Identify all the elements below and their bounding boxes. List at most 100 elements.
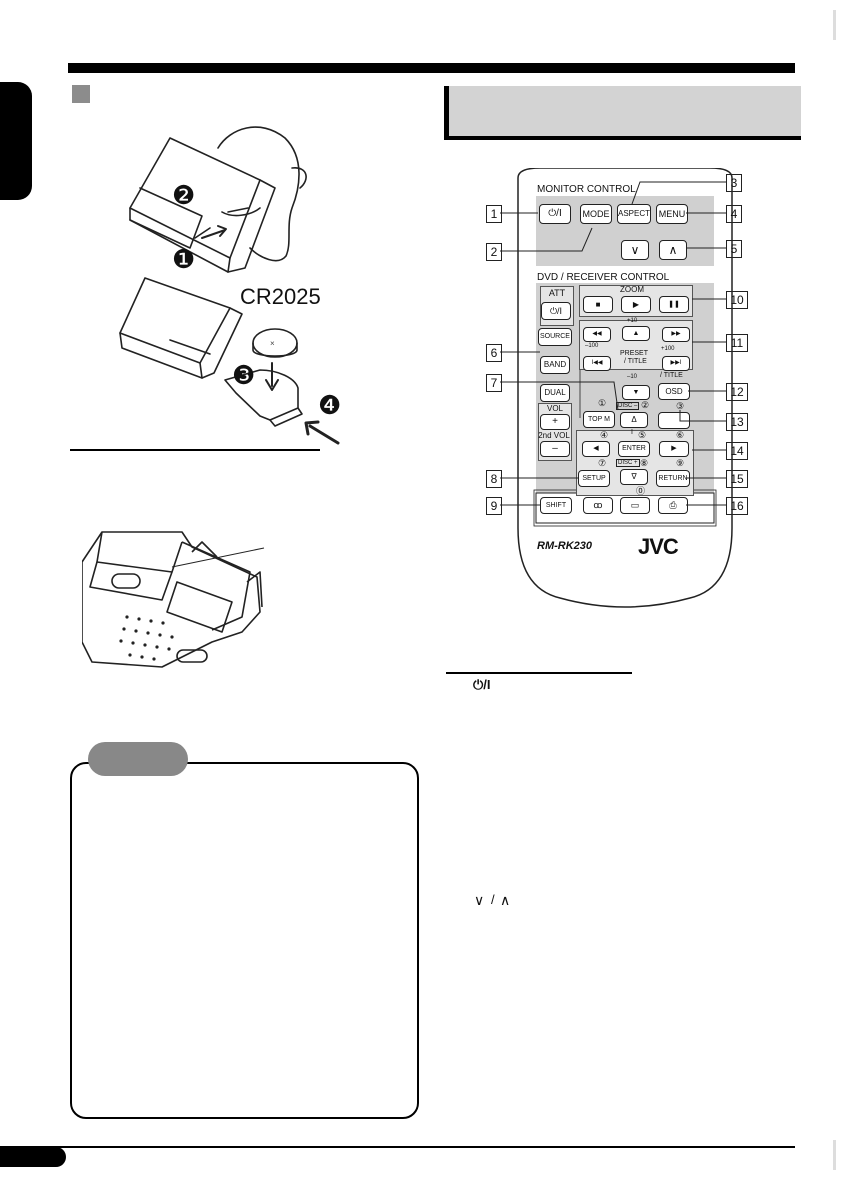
pipe-5: I xyxy=(631,429,633,436)
callout-12: 12 xyxy=(726,383,748,401)
previous-track-button[interactable]: I◀◀ xyxy=(583,356,611,371)
title-label: / TITLE xyxy=(624,358,647,365)
dvd-receiver-control-label: DVD / RECEIVER CONTROL xyxy=(537,272,670,283)
monitor-control-label: MONITOR CONTROL xyxy=(537,184,636,195)
source-button[interactable]: SOURCE xyxy=(538,328,572,346)
num-4: ④ xyxy=(600,430,609,440)
disc-minus-label: DISC – xyxy=(616,402,640,410)
step-marker-3: ❸ xyxy=(232,360,256,390)
page-number-pill xyxy=(0,1147,66,1167)
callout-9: 9 xyxy=(486,497,502,515)
note-pill-label xyxy=(88,742,188,776)
enter-button[interactable]: ENTER xyxy=(618,441,650,457)
brand-logo: JVC xyxy=(638,534,679,559)
bleed-mark-bottom xyxy=(833,1140,836,1170)
cursor-left-button[interactable]: ◀ xyxy=(582,441,610,457)
callout-10: 10 xyxy=(726,291,748,309)
svg-text:×: × xyxy=(270,339,275,348)
function-up-symbol: ∧ xyxy=(500,892,511,908)
vol-label: VOL xyxy=(546,404,563,413)
menu-button[interactable]: MENU xyxy=(656,204,688,224)
att-label: ATT xyxy=(548,288,566,298)
audio-button[interactable]: ꝏ xyxy=(583,497,613,514)
callout-11: 11 xyxy=(726,334,748,352)
top-rule-bar xyxy=(68,63,795,73)
minus100-label: –100 xyxy=(585,343,599,349)
shift-button[interactable]: SHIFT xyxy=(540,497,572,514)
step-marker-2: ❷ xyxy=(172,180,196,210)
vol-minus-button[interactable]: – xyxy=(540,441,570,457)
callout-15: 15 xyxy=(726,470,748,488)
mode-button[interactable]: MODE xyxy=(580,204,612,224)
bleed-mark-top xyxy=(833,10,836,40)
play-button[interactable]: ▶ xyxy=(621,296,651,313)
callout-5: 5 xyxy=(726,240,742,258)
monitor-power-button[interactable]: ⏻/I xyxy=(539,204,571,224)
disc-plus-label: DISC + xyxy=(616,459,640,467)
section-marker-square xyxy=(72,85,90,103)
minus10-label: –10 xyxy=(627,374,638,380)
callout-6: 6 xyxy=(486,344,502,362)
battery-replacement-illustration: × xyxy=(119,126,340,445)
setup-button[interactable]: SETUP xyxy=(578,470,610,487)
step-marker-4: ❹ xyxy=(318,390,342,420)
dual-button[interactable]: DUAL xyxy=(540,384,570,402)
preset-down-button[interactable]: ▼ xyxy=(622,385,650,400)
pause-button[interactable]: ❚❚ xyxy=(659,296,689,313)
callout-3: 3 xyxy=(726,174,742,192)
callout-13: 13 xyxy=(726,413,748,431)
function-down-symbol: ∨ xyxy=(474,892,485,908)
section-rule-right xyxy=(446,672,632,674)
plus10-label: +10 xyxy=(627,318,638,324)
num-2: ② xyxy=(641,400,650,410)
function-slash: / xyxy=(491,892,495,907)
subtitle-button[interactable]: ▭ xyxy=(620,497,650,514)
callout-1: 1 xyxy=(486,205,502,223)
receiver-power-button[interactable]: ⏻/I xyxy=(541,302,571,320)
step-marker-1: ❶ xyxy=(172,244,196,274)
vol-plus-button[interactable]: + xyxy=(540,414,570,430)
fast-forward-button[interactable]: ▶▶ xyxy=(662,327,690,342)
preset-label: PRESET xyxy=(620,350,649,357)
band-button[interactable]: BAND xyxy=(540,356,570,374)
footer-rule xyxy=(0,1146,795,1148)
top-menu-button[interactable]: TOP M xyxy=(583,411,615,428)
num-6: ⑥ xyxy=(676,430,685,440)
title-label-osd: / TITLE xyxy=(660,372,683,379)
callout-leader-lines xyxy=(500,181,726,506)
plus100-label: +100 xyxy=(661,346,675,352)
callout-16: 16 xyxy=(726,497,748,515)
zoom-label: ZOOM xyxy=(620,285,644,294)
callout-7: 7 xyxy=(486,374,502,392)
cursor-right-button[interactable]: ▶ xyxy=(659,441,689,457)
num-9: ⑨ xyxy=(676,458,685,468)
stop-button[interactable]: ■ xyxy=(583,296,613,313)
preset-up-button[interactable]: ▲ xyxy=(622,326,650,341)
num-3: ③ xyxy=(676,401,685,411)
remote-model-label: RM-RK230 xyxy=(537,540,593,552)
delta-button[interactable]: Δ xyxy=(620,412,648,428)
nabla-button[interactable]: ∇ xyxy=(620,469,648,485)
function-power-symbol: ⏻/I xyxy=(473,677,491,692)
second-vol-label: 2nd VOL xyxy=(538,431,570,440)
num-0: ⓪ xyxy=(636,486,646,496)
monitor-down-button[interactable]: ∨ xyxy=(621,240,649,260)
num-5: ⑤ xyxy=(638,430,647,440)
monitor-up-button[interactable]: ∧ xyxy=(659,240,687,260)
num-8: ⑧ xyxy=(640,458,649,468)
battery-model-label: CR2025 xyxy=(240,284,321,309)
num-7: ⑦ xyxy=(598,458,607,468)
next-track-button[interactable]: ▶▶I xyxy=(662,356,690,371)
remote-sensor-illustration xyxy=(82,531,265,668)
callout-14: 14 xyxy=(726,442,748,460)
rewind-button[interactable]: ◀◀ xyxy=(583,327,611,342)
language-side-tab xyxy=(0,82,32,200)
note-box xyxy=(70,762,419,1119)
callout-2: 2 xyxy=(486,243,502,261)
callout-4: 4 xyxy=(726,205,742,223)
num-1: ① xyxy=(598,398,607,408)
section-header-box xyxy=(444,86,801,140)
aspect-button[interactable]: ASPECT xyxy=(617,204,651,224)
callout-8: 8 xyxy=(486,470,502,488)
section-rule-left xyxy=(70,449,320,451)
